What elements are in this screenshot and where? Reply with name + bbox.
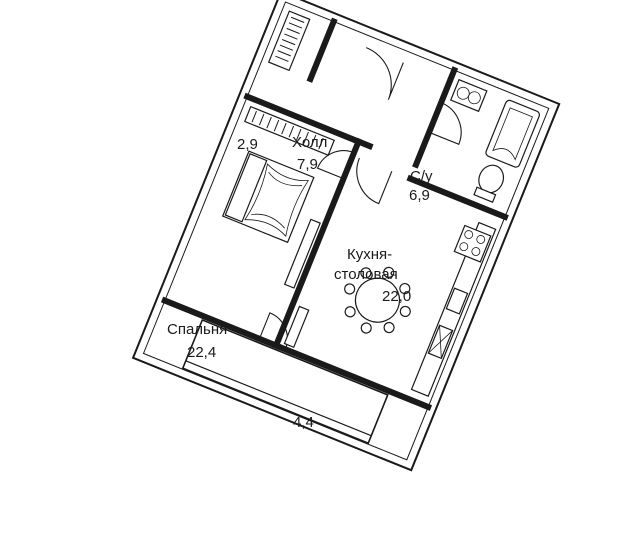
- kitchen-fixtures: [410, 221, 497, 397]
- wardrobe-bedroom: [243, 105, 335, 156]
- wall-bath-left: [412, 66, 459, 169]
- kitchen-area: 22,0: [382, 288, 411, 305]
- bedroom-name: Спальня: [167, 321, 227, 338]
- outer-wall: [131, 0, 561, 472]
- kitchen-name-line2: столовая: [334, 266, 398, 283]
- wardrobe-closet: [267, 10, 311, 72]
- window-kitchen: [461, 289, 485, 346]
- closet-area: 2,9: [237, 136, 258, 153]
- bedroom-area: 22,4: [187, 344, 216, 361]
- wall-balcony-top: [160, 296, 433, 411]
- bathroom-area: 6,9: [409, 187, 430, 204]
- hall-area: 7,9: [297, 156, 318, 173]
- bed: [221, 150, 315, 244]
- balcony-railing: [185, 360, 372, 437]
- wall-closet-right: [306, 17, 338, 83]
- hall-name: Холл: [292, 134, 327, 151]
- bedroom-tv-stand: [283, 218, 321, 289]
- door-entrance: [366, 47, 404, 100]
- room-labels: Холл 7,9 2,9 С/у 6,9 Кухня- столовая 22,…: [167, 134, 433, 431]
- window-bedroom: [164, 232, 185, 280]
- bathroom-fixtures: [449, 78, 540, 203]
- balcony-outline: [181, 318, 389, 445]
- bathroom-name: С/у: [410, 168, 433, 185]
- door-bedroom: [316, 150, 355, 180]
- outer-wall-inner-line: [142, 1, 550, 461]
- door-kitchen: [356, 157, 393, 205]
- kitchen-name-line1: Кухня-: [347, 246, 392, 263]
- kitchen-sofa: [283, 305, 310, 349]
- dining-table: [344, 266, 411, 334]
- balcony-area: 4,4: [293, 414, 314, 431]
- wall-hall-bottom: [243, 92, 374, 150]
- wall-bedroom-kitchen: [272, 137, 363, 350]
- wall-bath-bottom: [406, 174, 509, 221]
- apartment-layout: [131, 0, 561, 472]
- door-bathroom: [428, 102, 462, 146]
